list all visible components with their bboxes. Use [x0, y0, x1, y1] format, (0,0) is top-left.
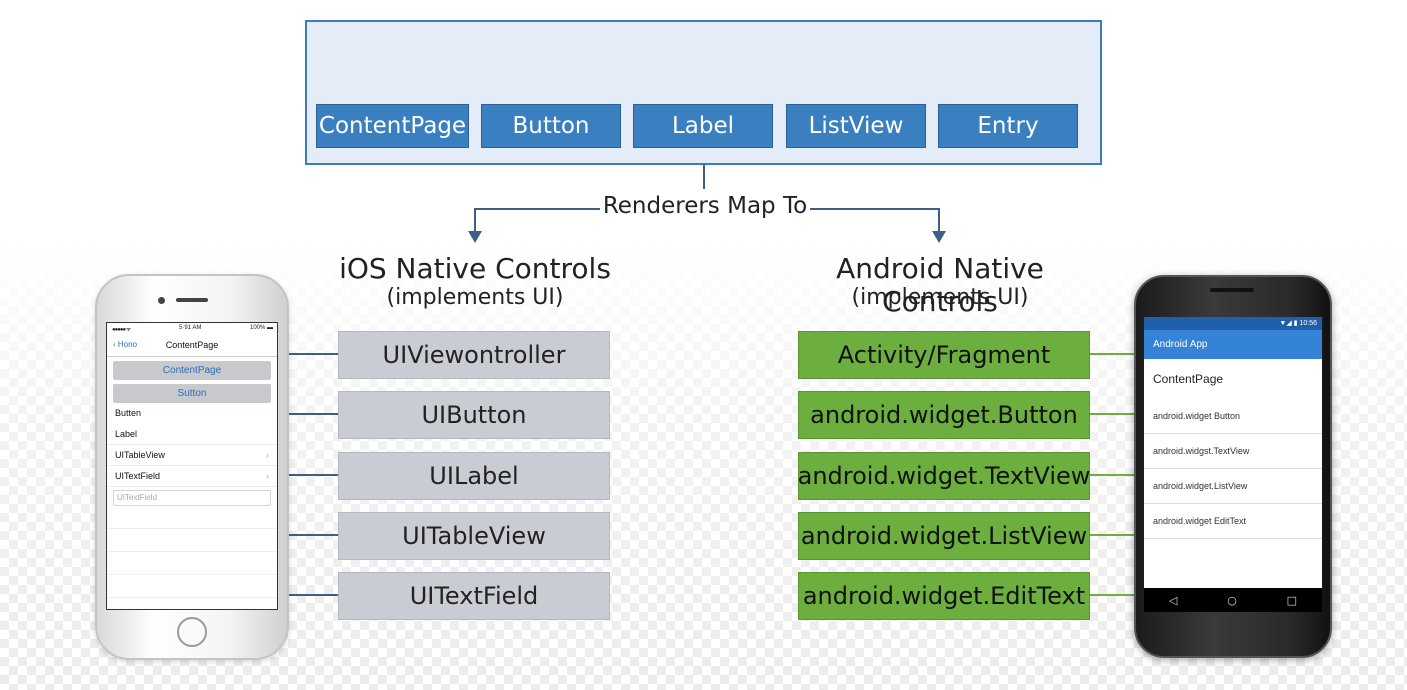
chevron-right-icon: › — [266, 471, 269, 481]
connector-left-down — [474, 208, 476, 233]
status-time: 5·91 AM — [179, 325, 202, 331]
home-button[interactable] — [177, 617, 207, 647]
ios-heading: iOS Native Controls — [339, 252, 611, 285]
ios-control-uiviewcontroller: UIViewontroller — [338, 331, 610, 379]
ios-connector — [288, 413, 340, 415]
chevron-right-icon: › — [266, 450, 269, 460]
android-page-title: ContentPage — [1153, 372, 1224, 386]
android-app-bar: Android App — [1144, 330, 1322, 359]
android-connector — [1090, 534, 1138, 536]
row-label: UITableView — [115, 450, 165, 460]
speaker-icon — [176, 298, 208, 302]
android-control-edittext: android.widget.EditText — [798, 572, 1090, 620]
android-connector — [1090, 474, 1138, 476]
ios-row-textfield[interactable]: UITextField › — [107, 466, 277, 487]
ios-row-tableview[interactable]: UITableView › — [107, 445, 277, 466]
ios-nav-bar: ‹ Hono ContentPage — [107, 335, 277, 357]
android-subheading: (implements UI) — [851, 285, 1029, 310]
speaker-icon — [1210, 288, 1254, 292]
chevron-left-icon: ‹ — [113, 340, 118, 349]
android-control-textview: android.widget.TextView — [798, 452, 1090, 500]
connector-right — [806, 208, 940, 210]
shared-control-button: Button — [481, 104, 621, 148]
camera-icon — [158, 297, 165, 304]
android-screen: ▼◢ ▮ 10:56 Android App ContentPage andro… — [1144, 317, 1322, 612]
ios-empty-row — [107, 552, 277, 575]
ios-control-uibutton: UIButton — [338, 391, 610, 439]
ios-connector — [288, 594, 340, 596]
ios-control-uilabel: UILabel — [338, 452, 610, 500]
android-row-listview[interactable]: android.widget.ListView — [1144, 469, 1322, 504]
android-heading: Android Native Controls — [836, 252, 1044, 318]
android-row-textview: android.widgst.TextView — [1144, 434, 1322, 469]
shared-control-contentpage: ContentPage — [316, 104, 469, 148]
iphone-screen: ●●●●● ᯤ 5·91 AM 100% ▬ ‹ Hono ContentPag… — [106, 322, 278, 610]
recent-apps-icon[interactable]: □ — [1286, 593, 1298, 607]
ios-row-label: Label — [107, 424, 277, 445]
row-label: Label — [115, 429, 138, 439]
shared-control-listview: ListView — [786, 104, 926, 148]
ios-text-field[interactable]: UITextField — [113, 490, 271, 506]
ios-connector — [288, 353, 340, 355]
android-control-button: android.widget.Button — [798, 391, 1090, 439]
arrow-down-icon — [932, 231, 946, 243]
android-nav-bar: ◁ ○ □ — [1144, 588, 1322, 612]
ios-subheading: (implements UI) — [386, 285, 564, 310]
ios-empty-row — [107, 506, 277, 529]
android-control-activity: Activity/Fragment — [798, 331, 1090, 379]
android-connector — [1090, 353, 1138, 355]
android-control-listview: android.widget.ListView — [798, 512, 1090, 560]
back-triangle-icon[interactable]: ◁ — [1168, 593, 1178, 607]
row-label: Butten — [115, 408, 142, 418]
android-status-bar: ▼◢ ▮ 10:56 — [1144, 317, 1322, 330]
shared-control-label: Label — [633, 104, 773, 148]
status-icons: ▼◢ ▮ 10:56 — [1279, 320, 1317, 327]
nav-title: ContentPage — [165, 340, 219, 350]
ios-row-butten: Butten — [107, 403, 277, 424]
back-button[interactable]: ‹ Hono — [113, 340, 137, 349]
ios-empty-row — [107, 529, 277, 552]
renderers-map-label: Renderers Map To — [600, 193, 810, 219]
ios-connector — [288, 534, 340, 536]
connector-right-down — [938, 208, 940, 233]
back-label: Hono — [117, 340, 138, 349]
android-connector — [1090, 413, 1138, 415]
ios-control-uitextfield: UITextField — [338, 572, 610, 620]
android-row-button[interactable]: android.widget Button — [1144, 399, 1322, 434]
android-connector — [1090, 594, 1138, 596]
ios-sutton-button[interactable]: Sutton — [113, 384, 271, 403]
android-row-edittext[interactable]: android.widget EditText — [1144, 504, 1322, 539]
ios-empty-row — [107, 575, 277, 598]
row-label: UITextField — [115, 471, 161, 481]
connector-vertical — [703, 165, 705, 189]
signal-icon: ●●●●● ᯤ — [112, 327, 131, 333]
ios-status-bar: ●●●●● ᯤ 5·91 AM 100% ▬ — [107, 323, 277, 335]
shared-control-entry: Entry — [938, 104, 1078, 148]
arrow-down-icon — [468, 231, 482, 243]
connector-left — [474, 208, 602, 210]
battery-icon: 100% ▬ — [249, 325, 273, 331]
home-circle-icon[interactable]: ○ — [1227, 593, 1237, 607]
ios-contentpage-button[interactable]: ContentPage — [113, 361, 271, 380]
ios-connector — [288, 474, 340, 476]
ios-control-uitableview: UITableView — [338, 512, 610, 560]
